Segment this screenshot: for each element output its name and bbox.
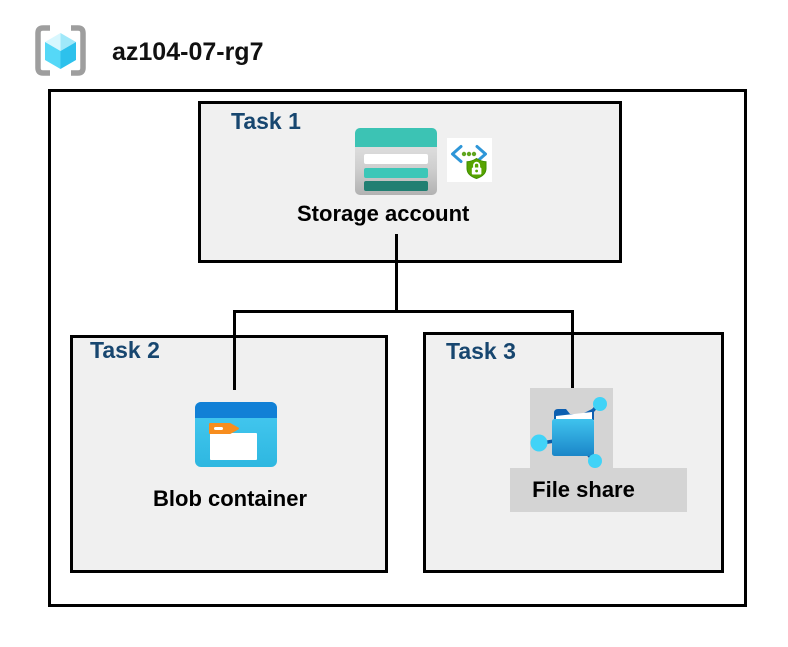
connector-to-fileshare bbox=[571, 310, 574, 390]
resource-group-title: az104-07-rg7 bbox=[112, 38, 264, 66]
secure-code-lock-icon bbox=[447, 138, 492, 182]
task1-resource-label: Storage account bbox=[297, 201, 470, 226]
resource-group-icon bbox=[33, 23, 88, 78]
connector-storage-stem bbox=[395, 234, 398, 313]
connector-to-blob bbox=[233, 310, 236, 390]
storage-account-icon bbox=[355, 128, 437, 195]
file-share-icon bbox=[530, 388, 613, 468]
task3-label: Task 3 bbox=[446, 338, 516, 364]
task1-label: Task 1 bbox=[231, 108, 301, 134]
task3-resource-label: File share bbox=[532, 477, 635, 502]
task2-label: Task 2 bbox=[90, 337, 160, 363]
blob-container-icon bbox=[195, 402, 277, 467]
task2-resource-label: Blob container bbox=[153, 486, 308, 511]
fileshare-label-strip: File share bbox=[510, 468, 687, 512]
connector-horizontal bbox=[233, 310, 574, 313]
